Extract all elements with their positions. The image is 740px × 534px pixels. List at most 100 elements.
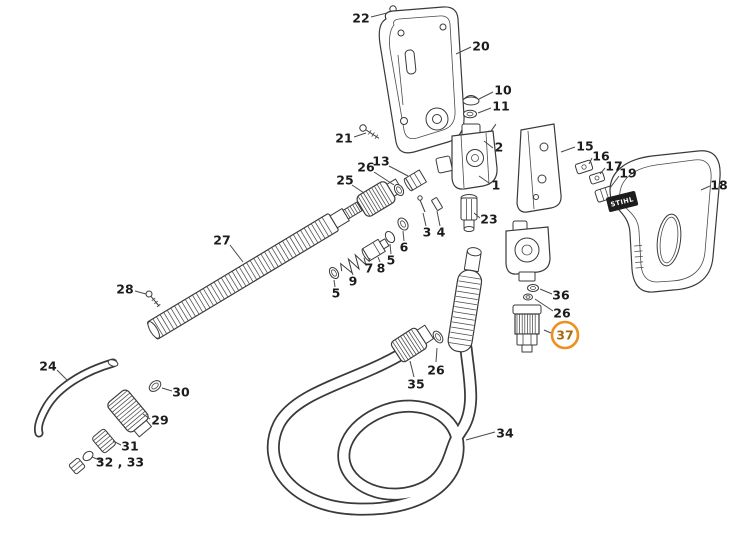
callout-leader-35 xyxy=(409,360,415,378)
part-callout-27[interactable]: 27 xyxy=(213,233,230,248)
brand-band: STIHL xyxy=(606,191,639,212)
callout-leader-28 xyxy=(134,290,147,295)
callout-leader-32-33 xyxy=(91,456,103,462)
part-callout-36[interactable]: 36 xyxy=(552,288,570,303)
part-callout-5[interactable]: 5 xyxy=(332,286,341,301)
o-ring-26-upper xyxy=(393,183,405,197)
callout-leader-6 xyxy=(402,230,405,242)
callout-leader-26 xyxy=(534,298,554,312)
callout-leader-2 xyxy=(483,140,494,149)
callout-leader-24 xyxy=(56,369,69,382)
part-callout-7[interactable]: 7 xyxy=(365,261,374,276)
callout-leader-15 xyxy=(560,146,576,153)
part-callout-16[interactable]: 16 xyxy=(592,149,610,164)
callout-leader-27 xyxy=(229,244,244,263)
callout-leader-1 xyxy=(478,175,490,184)
callout-leader-19 xyxy=(609,175,620,189)
part-callout-13[interactable]: 13 xyxy=(372,154,389,169)
part-callout-24[interactable]: 24 xyxy=(39,359,57,374)
part-callout-31[interactable]: 31 xyxy=(121,439,138,454)
callout-leader-10 xyxy=(478,91,494,100)
callout-leader-13 xyxy=(388,165,409,177)
part-callout-6[interactable]: 6 xyxy=(400,240,409,255)
part-callout-19[interactable]: 19 xyxy=(619,166,636,181)
housing-shell-18: STIHL xyxy=(606,150,721,293)
cap-10 xyxy=(462,95,480,106)
o-ring-5-lower xyxy=(328,266,340,280)
part-callout-2[interactable]: 2 xyxy=(495,140,504,155)
callout-leader-5 xyxy=(389,243,392,255)
callout-leader-25 xyxy=(351,184,365,194)
part-callout-23[interactable]: 23 xyxy=(480,212,497,227)
coupling-37 xyxy=(512,304,542,353)
fitting-23 xyxy=(460,194,478,232)
callout-leader-11 xyxy=(477,107,492,114)
o-ring-30 xyxy=(148,380,162,392)
coupling-29 xyxy=(107,389,152,438)
clip-17 xyxy=(588,171,606,185)
part-callout-10[interactable]: 10 xyxy=(494,83,512,98)
part-callout-17[interactable]: 17 xyxy=(605,159,622,174)
part-callout-5[interactable]: 5 xyxy=(387,253,396,268)
washer-6 xyxy=(397,217,409,231)
part-callout-15[interactable]: 15 xyxy=(576,139,593,154)
bracket-15 xyxy=(516,123,562,213)
part-callout-1[interactable]: 1 xyxy=(492,178,501,193)
part-callout-22[interactable]: 22 xyxy=(352,11,369,26)
hose-grip-handle xyxy=(447,247,483,353)
nozzle-7-8 xyxy=(361,238,390,262)
callout-leader-8 xyxy=(377,256,381,263)
coupling-nut-25 xyxy=(356,178,404,217)
screw-28 xyxy=(145,290,161,308)
part-callout-35[interactable]: 35 xyxy=(407,377,424,392)
part-callout-34[interactable]: 34 xyxy=(496,426,514,441)
o-ring-26-lower xyxy=(523,293,533,301)
callout-leader-16 xyxy=(588,157,593,165)
callout-leader-36 xyxy=(539,288,553,295)
callout-leader-37 xyxy=(543,329,552,334)
part-callout-3[interactable]: 3 xyxy=(423,225,432,240)
part-callout-30[interactable]: 30 xyxy=(172,385,190,400)
housing-shell-20 xyxy=(378,6,465,154)
callout-leader-23 xyxy=(473,212,481,219)
part-callout-26[interactable]: 26 xyxy=(553,306,571,321)
grip-ribs xyxy=(633,245,644,269)
hose-34 xyxy=(266,341,478,516)
callout-leader-30 xyxy=(161,387,173,392)
callout-leader-3 xyxy=(422,212,427,227)
part-callout-26[interactable]: 26 xyxy=(357,160,375,175)
pin-4 xyxy=(431,197,443,211)
washer-32 xyxy=(82,450,94,462)
part-callout-29[interactable]: 29 xyxy=(151,413,168,428)
part-callout-4[interactable]: 4 xyxy=(437,225,446,240)
pin-3 xyxy=(417,195,426,213)
callout-leader-7 xyxy=(368,257,371,263)
valve-body-1 xyxy=(435,123,498,190)
washer-11 xyxy=(463,109,477,119)
callout-leader-26 xyxy=(435,347,438,363)
part-callout-11[interactable]: 11 xyxy=(492,99,509,114)
part-callout-37[interactable]: 37 xyxy=(556,328,573,343)
part-callout-8[interactable]: 8 xyxy=(377,261,386,276)
o-ring-5-upper xyxy=(384,230,396,244)
nut-33 xyxy=(68,457,86,475)
part-callout-18[interactable]: 18 xyxy=(710,178,727,193)
callout-leader-9 xyxy=(351,271,354,276)
part-callout-32-33[interactable]: 32 , 33 xyxy=(96,455,144,470)
callout-leader-31 xyxy=(112,440,122,446)
highlight-ring[interactable] xyxy=(550,320,580,350)
callout-leader-34 xyxy=(465,431,496,441)
coupling-35 xyxy=(390,324,434,363)
part-callout-20[interactable]: 20 xyxy=(472,39,490,54)
o-ring-36 xyxy=(527,284,539,292)
part-callout-9[interactable]: 9 xyxy=(349,274,358,289)
callout-leader-4 xyxy=(436,210,441,227)
part-callout-28[interactable]: 28 xyxy=(116,282,133,297)
part-callout-25[interactable]: 25 xyxy=(336,173,353,188)
part-callout-21[interactable]: 21 xyxy=(335,131,352,146)
callout-leader-18 xyxy=(700,185,711,191)
part-callout-26[interactable]: 26 xyxy=(427,363,445,378)
clip-16 xyxy=(574,159,594,175)
